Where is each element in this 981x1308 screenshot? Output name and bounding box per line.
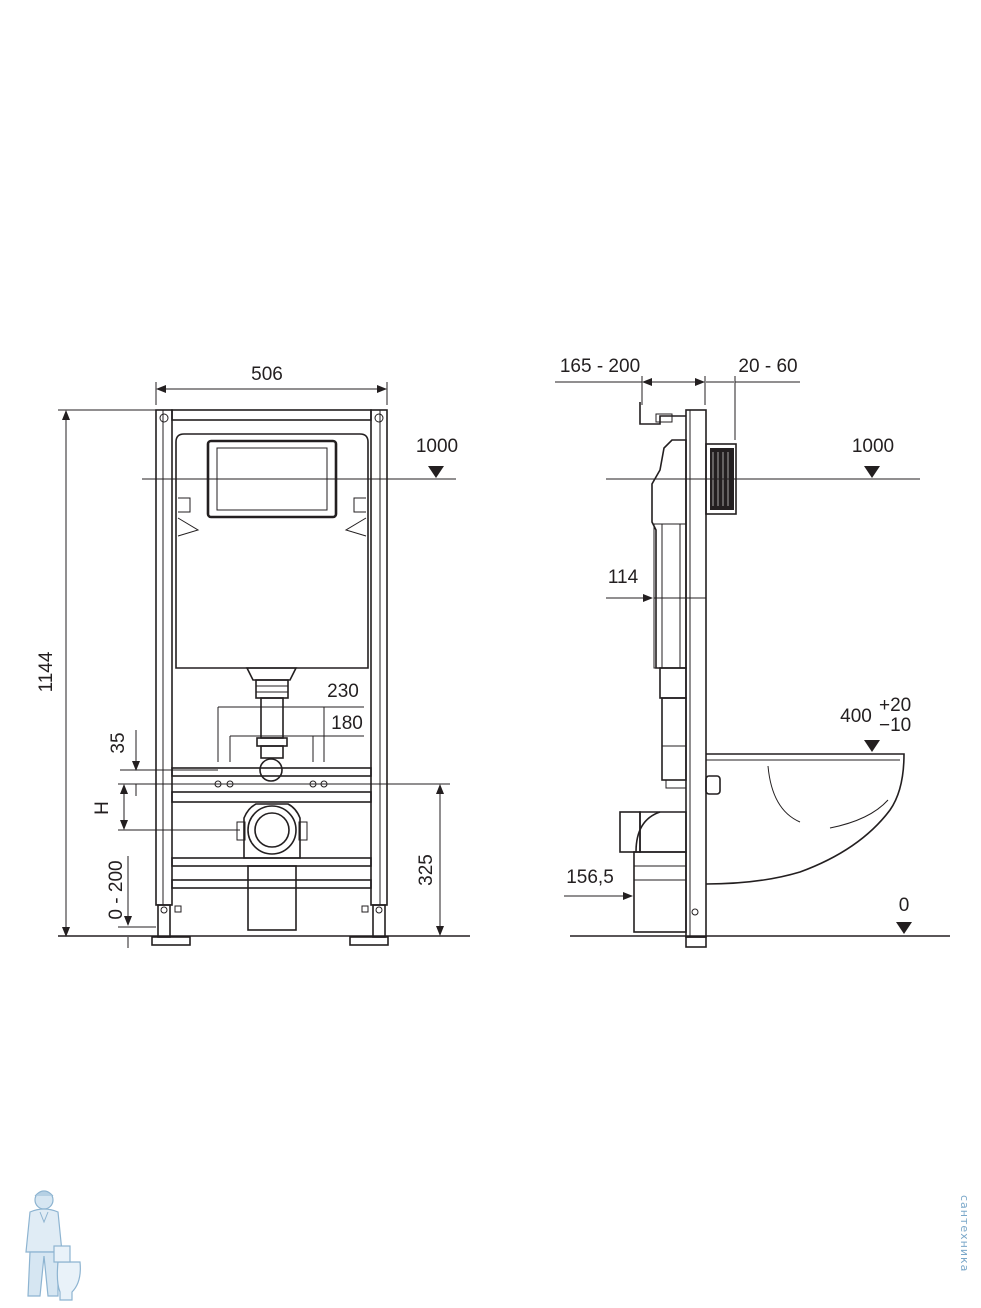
tank-depth-label: 114 (608, 567, 639, 588)
cistern-front (175, 433, 369, 669)
side-watermark-text: сантехника (958, 1195, 971, 1273)
flush-level-front: 1000 (142, 436, 458, 480)
drain-height-dimension: 325 (416, 784, 444, 936)
width-label: 506 (251, 364, 283, 385)
flush-level-label-side: 1000 (852, 436, 894, 457)
frame-uprights (151, 409, 389, 946)
flush-level-label-front: 1000 (416, 436, 458, 457)
depth-label: 165 - 200 (560, 356, 640, 377)
tank-depth-dimension: 114 (606, 567, 706, 602)
bowl-height-plus: +20 (879, 695, 911, 716)
cistern-side (651, 439, 687, 789)
height-label: 1144 (36, 651, 57, 692)
bowl-height-dimension: 400 +20 −10 (840, 695, 911, 752)
flush-pipe-front (245, 667, 298, 782)
drain-dimension: 156,5 (564, 867, 633, 900)
offset-label: 35 (108, 732, 129, 753)
floor-level-side: 0 (570, 895, 950, 937)
flush-level-side: 1000 (606, 436, 920, 480)
pipe-spacing-outer-label: 230 (327, 681, 359, 702)
bowl-height-base: 400 (840, 706, 872, 727)
leg-adjust-label: 0 - 200 (106, 860, 127, 919)
upright-side (639, 402, 707, 948)
drain-height-label: 325 (416, 854, 437, 886)
width-dimension: 506 (155, 364, 388, 405)
drain-label: 156,5 (566, 867, 614, 888)
h-label: H (92, 801, 113, 815)
drain-elbow-side (619, 811, 687, 933)
offset-dimension: 35 (108, 730, 380, 796)
drain-outlet-front (236, 803, 308, 931)
side-view: 165 - 200 20 - 60 (555, 356, 950, 948)
leg-adjust-dimension: 0 - 200 (106, 856, 156, 948)
height-dimension: 1144 (36, 409, 156, 937)
front-view: 506 1144 (36, 364, 470, 948)
depth-dimensions: 165 - 200 20 - 60 (555, 356, 800, 440)
plumber-watermark-icon (25, 1190, 81, 1301)
h-dimension: H (92, 783, 450, 831)
bowl-height-minus: −10 (879, 715, 911, 736)
pipe-spacing-dimensions: 230 180 (214, 681, 364, 788)
toilet-bowl-side (705, 753, 905, 885)
floor-label: 0 (899, 895, 910, 916)
pipe-spacing-inner-label: 180 (331, 713, 363, 734)
wall-thickness-label: 20 - 60 (738, 356, 797, 377)
